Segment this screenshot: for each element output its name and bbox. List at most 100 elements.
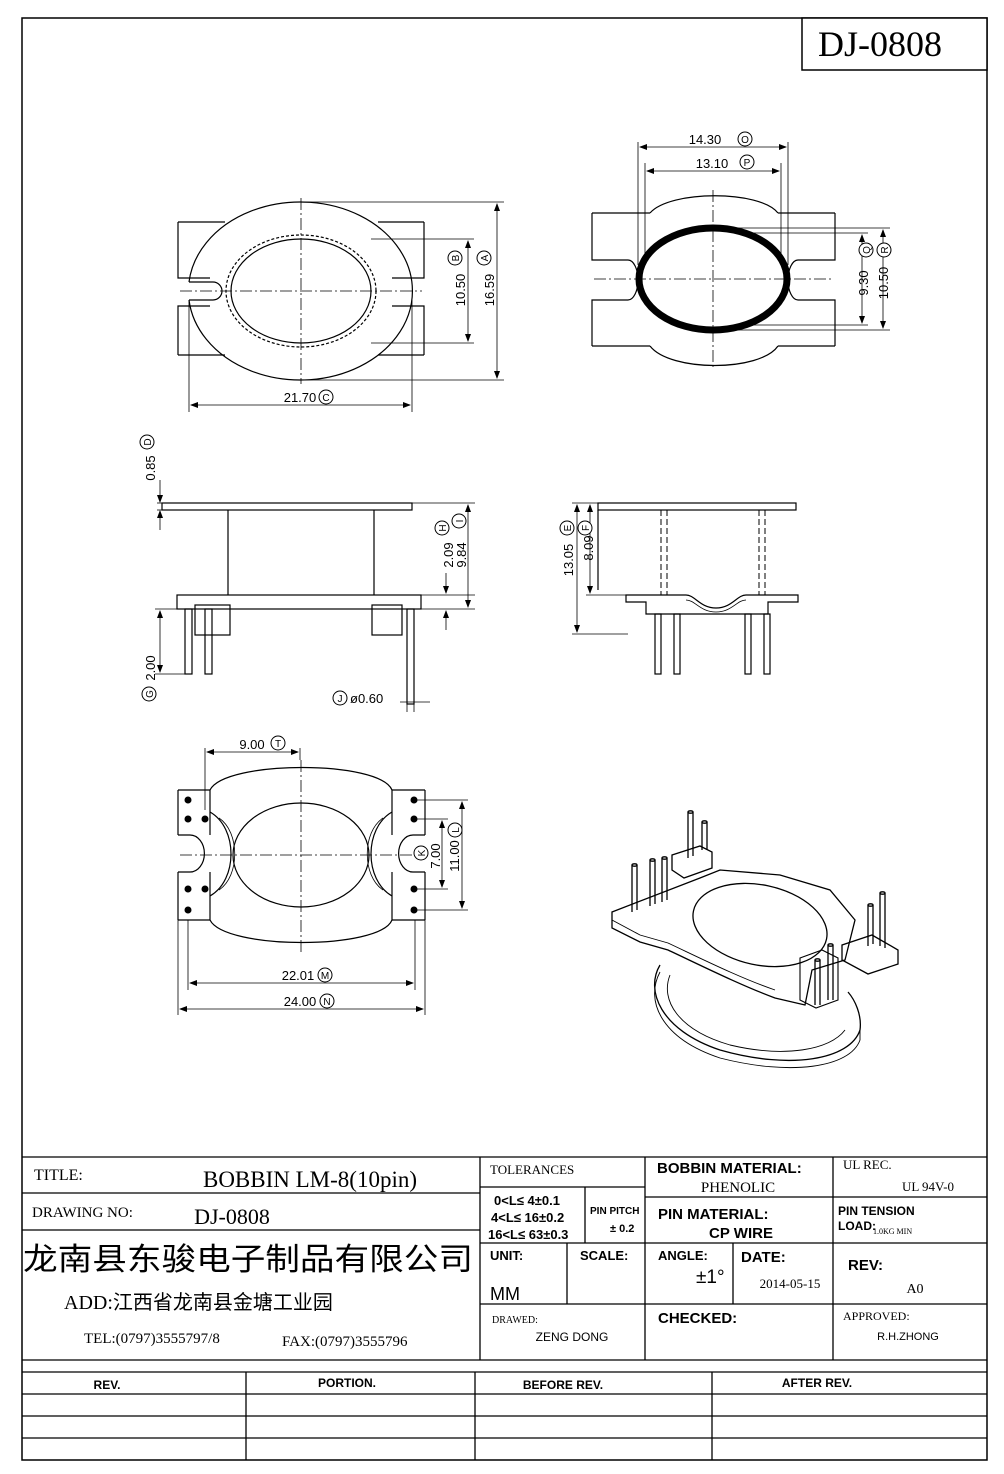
dim-L-tag: L <box>451 827 462 833</box>
ul-rec-value: UL 94V-0 <box>902 1179 954 1194</box>
dim-K-tag: K <box>417 849 428 856</box>
dim-N-value: 24.00 <box>284 994 317 1009</box>
dim-J-value: ø0.60 <box>350 691 383 706</box>
angle-value: ±1° <box>696 1267 725 1288</box>
unit-label: UNIT: <box>490 1248 523 1263</box>
side-view <box>572 502 799 675</box>
dim-C-value: 21.70 <box>284 390 317 405</box>
dim-H: 2.09 H <box>434 520 456 568</box>
tolerance-1: 0<L≤ 4±0.1 <box>494 1193 560 1208</box>
dim-K-value: 7.00 <box>428 843 443 868</box>
angle-label: ANGLE: <box>658 1248 708 1263</box>
tolerance-2: 4<L≤ 16±0.2 <box>491 1210 564 1225</box>
dim-E-tag: E <box>563 524 574 531</box>
dim-R-tag: R <box>880 246 891 253</box>
dim-C: 21.70 C <box>284 389 334 405</box>
company-tel: TEL:(0797)3555797/8 <box>84 1331 220 1347</box>
dim-E-value: 13.05 <box>561 544 576 577</box>
title-value: BOBBIN LM-8(10pin) <box>203 1167 417 1192</box>
drawing-no-value: DJ-0808 <box>194 1204 270 1229</box>
dim-T: 9.00 T <box>239 735 286 752</box>
dim-M-tag: M <box>321 971 329 982</box>
drawed-label: DRAWED: <box>492 1315 538 1326</box>
dim-D: 0.85 D <box>139 434 158 481</box>
dim-K: K 7.00 <box>413 843 443 869</box>
scale-label: SCALE: <box>580 1248 628 1263</box>
dim-H-tag: H <box>438 524 449 531</box>
unit-value: MM <box>490 1284 520 1304</box>
dim-B: 10.50 B <box>447 250 468 307</box>
pin-pitch-label: PIN PITCH <box>590 1206 639 1217</box>
portion-col-header: PORTION. <box>318 1376 376 1390</box>
dim-O-value: 14.30 <box>689 132 722 147</box>
dim-P-value: 13.10 <box>696 156 729 171</box>
tolerance-3: 16<L≤ 63±0.3 <box>488 1227 568 1242</box>
dim-N: 24.00 N <box>284 993 335 1009</box>
dim-I: 9.84 I <box>451 513 469 568</box>
dim-T-value: 9.00 <box>239 737 264 752</box>
dim-L-value: 11.00 <box>447 840 462 872</box>
dim-A: 16.59 A <box>476 250 497 307</box>
drawing-no-label: DRAWING NO: <box>32 1205 133 1221</box>
date-value: 2014-05-15 <box>760 1276 821 1291</box>
top-view <box>177 198 504 412</box>
dim-Q: 9.30 Q <box>856 242 874 296</box>
ul-rec-label: UL REC. <box>843 1157 892 1172</box>
checked-label: CHECKED: <box>658 1310 737 1327</box>
title-label: TITLE: <box>34 1167 83 1184</box>
before-rev-col-header: BEFORE REV. <box>523 1378 603 1392</box>
bobbin-material-value: PHENOLIC <box>701 1180 775 1196</box>
dim-E: 13.05 E <box>559 520 576 577</box>
dim-I-tag: I <box>455 520 466 523</box>
isometric-view <box>611 810 899 1069</box>
dim-D-tag: D <box>143 438 154 445</box>
company-fax: FAX:(0797)3555796 <box>282 1334 408 1350</box>
dim-B-value: 10.50 <box>453 274 468 307</box>
approved-label: APPROVED: <box>843 1309 910 1323</box>
bottom-view <box>591 142 890 370</box>
company-name: 龙南县东骏电子制品有限公司 <box>23 1242 473 1277</box>
date-label: DATE: <box>741 1249 786 1266</box>
dim-A-value: 16.59 <box>482 274 497 307</box>
dim-F: 8.09 F <box>577 520 596 561</box>
dim-J-tag: J <box>338 694 343 705</box>
pin-holes <box>184 796 418 914</box>
dim-Q-tag: Q <box>862 246 873 254</box>
bobbin-material-label: BOBBIN MATERIAL: <box>657 1160 802 1177</box>
approved-value: R.H.ZHONG <box>877 1331 939 1343</box>
dim-F-tag: F <box>581 525 592 531</box>
dim-G: 2.00 G <box>141 655 158 702</box>
tolerances-label: TOLERANCES <box>490 1162 574 1177</box>
dim-C-tag: C <box>322 393 329 404</box>
dim-G-value: 2.00 <box>143 655 158 680</box>
pin-material-label: PIN MATERIAL: <box>658 1206 769 1223</box>
dim-B-tag: B <box>451 254 462 261</box>
rev-label: REV: <box>848 1257 883 1274</box>
load-value: 1.0KG MIN <box>873 1227 912 1236</box>
dim-I-value: 9.84 <box>454 542 469 567</box>
pin-view <box>177 748 468 1015</box>
dim-Q-value: 9.30 <box>856 270 871 295</box>
company-address: ADD:江西省龙南县金塘工业园 <box>64 1291 333 1314</box>
drawed-value: ZENG DONG <box>536 1330 609 1344</box>
dim-N-tag: N <box>323 997 330 1008</box>
load-label: LOAD: <box>838 1219 876 1233</box>
dim-F-value: 8.09 <box>581 535 596 560</box>
pin-pitch-tolerance: ± 0.2 <box>610 1223 634 1235</box>
drawing-id: DJ-0808 <box>818 24 942 64</box>
pin-material-value: CP WIRE <box>709 1225 773 1242</box>
dim-D-value: 0.85 <box>143 455 158 480</box>
dim-M: 22.01 M <box>282 967 333 983</box>
dim-A-tag: A <box>480 254 491 261</box>
rev-value: A0 <box>906 1282 923 1297</box>
dim-R: 10.50 R <box>876 242 892 299</box>
drawing-id-box <box>801 17 988 71</box>
dim-O: 14.30 O <box>689 131 753 147</box>
after-rev-col-header: AFTER REV. <box>782 1376 852 1390</box>
dim-L: 11.00 L <box>447 822 463 872</box>
pin-tension-label: PIN TENSION <box>838 1204 915 1218</box>
dim-P: 13.10 P <box>696 154 755 171</box>
front-view <box>155 480 475 712</box>
